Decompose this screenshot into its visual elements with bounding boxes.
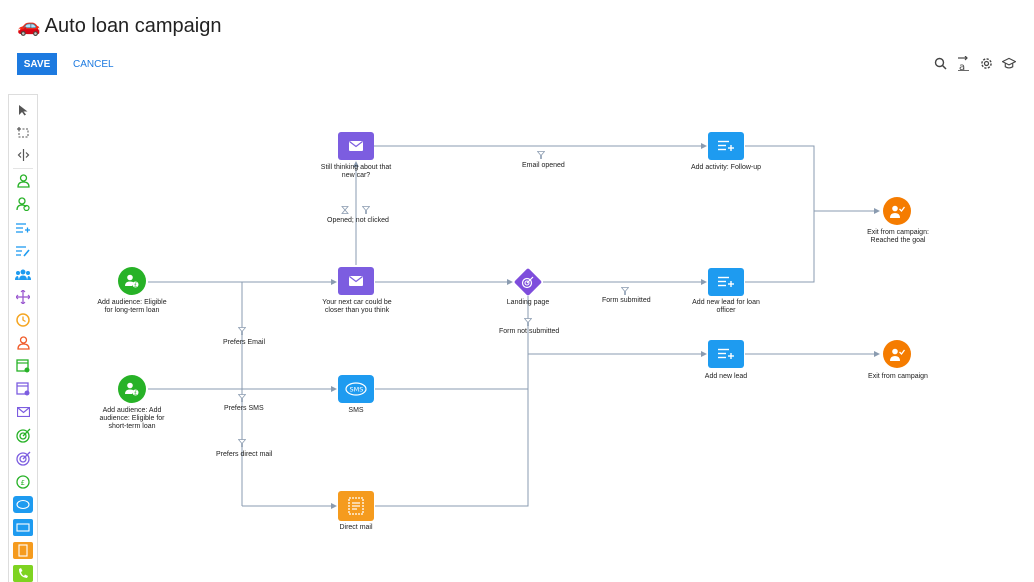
add-audience-long-node[interactable]: £ <box>118 267 146 295</box>
exit-icon <box>890 348 905 361</box>
add-new-lead-officer-node[interactable] <box>708 268 744 296</box>
email-icon[interactable] <box>13 403 33 421</box>
target-icon[interactable] <box>13 426 33 444</box>
audience-icon: £ <box>125 382 139 397</box>
edit-lead-icon[interactable] <box>13 242 33 260</box>
svg-text:£: £ <box>134 283 137 289</box>
target-alt-icon[interactable] <box>13 449 33 467</box>
email-icon <box>349 276 363 286</box>
academy-icon[interactable] <box>1002 55 1016 71</box>
hourglass-icon <box>341 206 349 214</box>
exit-goal-label: Exit from campaign: Reached the goal <box>867 229 929 244</box>
add-audience-icon[interactable] <box>13 172 33 190</box>
edge-label-form-submitted: Form submitted <box>602 297 651 304</box>
add-activity-label: Add activity: Follow-up <box>690 164 762 171</box>
edge-merge-right <box>745 145 815 283</box>
filter-icon <box>621 287 629 295</box>
exit-icon <box>890 205 905 218</box>
gear-icon[interactable] <box>979 55 993 71</box>
landing-page-icon[interactable] <box>13 357 33 375</box>
add-activity-icon <box>718 276 734 287</box>
direct-mail-label: Direct mail <box>339 524 373 531</box>
split-flow-icon[interactable] <box>13 288 33 306</box>
page-title: 🚗 Auto loan campaign <box>17 14 221 38</box>
direct-mail-icon[interactable] <box>13 541 33 559</box>
sms-label: SMS <box>348 407 364 414</box>
banner-icon[interactable] <box>13 518 33 536</box>
email-icon <box>349 141 363 151</box>
sms-icon: SMS <box>345 381 367 396</box>
sms-node[interactable]: SMS <box>338 375 374 403</box>
add-activity-node[interactable] <box>708 132 744 160</box>
cancel-button[interactable]: CANCEL <box>73 53 114 75</box>
direct-mail-node[interactable] <box>338 491 374 521</box>
add-activity-icon[interactable] <box>13 219 33 237</box>
edge-label-opened-not-clicked: Opened; not clicked <box>327 217 389 224</box>
add-activity-icon <box>718 348 734 359</box>
email-next-car-node[interactable] <box>338 267 374 295</box>
edge-sms-to-flow <box>375 354 529 390</box>
edge-label-prefers-sms: Prefers SMS <box>224 405 264 412</box>
filter-icon <box>362 206 370 214</box>
page-alt-icon[interactable] <box>13 380 33 398</box>
filter-icon <box>238 439 246 447</box>
exit-goal-node[interactable] <box>883 197 911 225</box>
text-translate-icon[interactable]: a <box>956 55 970 71</box>
filter-icon <box>524 318 532 326</box>
svg-text:£: £ <box>21 479 25 487</box>
selection-area-icon[interactable] <box>13 123 33 141</box>
add-activity-icon <box>718 140 734 151</box>
landing-page-node[interactable] <box>513 267 543 297</box>
sms-icon[interactable] <box>13 495 33 513</box>
timer-icon[interactable] <box>13 311 33 329</box>
group-icon[interactable] <box>13 265 33 283</box>
event-icon[interactable]: £ <box>13 472 33 490</box>
add-audience-long-label: Add audience: Eligible for long-term loa… <box>97 299 167 314</box>
phone-icon[interactable] <box>13 564 33 582</box>
filter-icon <box>537 151 545 159</box>
exit-node[interactable] <box>883 340 911 368</box>
svg-text:£: £ <box>134 391 137 397</box>
page-title-text: Auto loan campaign <box>44 14 222 37</box>
landing-page-label: Landing page <box>506 299 550 306</box>
add-new-lead-officer-label: Add new lead for loan officer <box>692 299 760 314</box>
email-still-thinking-node[interactable] <box>338 132 374 160</box>
email-next-car-label: Your next car could be closer than you t… <box>322 299 392 314</box>
add-audience-short-label: Add audience: Add audience: Eligible for… <box>99 407 165 430</box>
add-audience-alt-icon[interactable] <box>13 195 33 213</box>
edge-label-prefers-direct-mail: Prefers direct mail <box>216 451 273 458</box>
edge-label-prefers-email: Prefers Email <box>223 339 266 346</box>
contact-icon[interactable] <box>13 334 33 352</box>
top-toolbar: a <box>933 55 1016 71</box>
edge-mail-to-flow <box>375 389 529 507</box>
edge-label-email-opened: Email opened <box>522 162 565 169</box>
landing-target-icon <box>521 276 534 289</box>
add-new-lead-label: Add new lead <box>704 373 748 380</box>
email-still-thinking-label: Still thinking about that new car? <box>320 164 392 179</box>
audience-icon: £ <box>125 274 139 289</box>
direct-mail-icon <box>348 497 364 515</box>
search-icon[interactable] <box>933 55 947 71</box>
palette-divider <box>13 168 33 169</box>
svg-text:a: a <box>959 62 965 71</box>
edge-label-form-not-submitted: Form not submitted <box>499 328 560 335</box>
exit-label: Exit from campaign <box>868 373 928 380</box>
add-audience-short-node[interactable]: £ <box>118 375 146 403</box>
split-icon[interactable] <box>13 146 33 164</box>
filter-icon <box>238 327 246 335</box>
pointer-icon[interactable] <box>13 101 33 119</box>
save-button[interactable]: SAVE <box>17 53 57 75</box>
add-new-lead-node[interactable] <box>708 340 744 368</box>
car-icon: 🚗 <box>17 16 41 37</box>
element-palette: £ <box>8 94 38 582</box>
filter-icon <box>238 394 246 402</box>
svg-text:SMS: SMS <box>350 385 364 393</box>
